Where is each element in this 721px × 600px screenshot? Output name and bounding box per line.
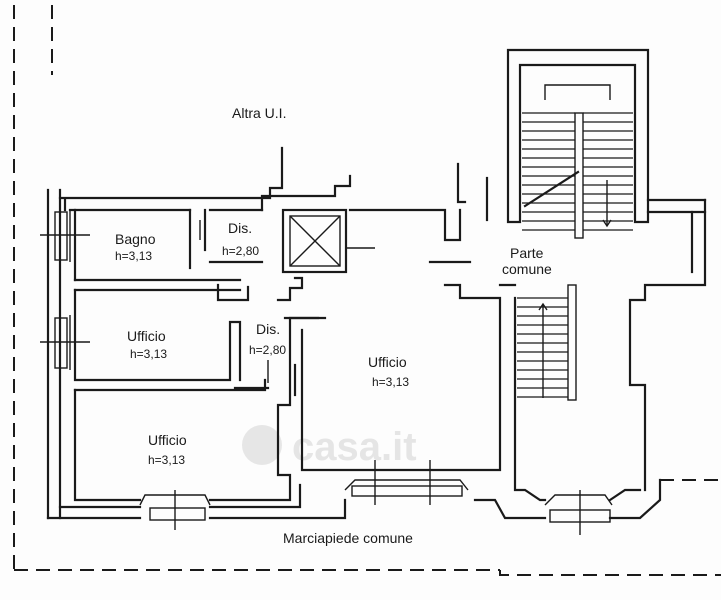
room-labels: Altra U.I. Bagno h=3,13 Dis. h=2,80 Dis.… [115, 105, 552, 546]
label-ufficio-center-height: h=3,13 [372, 375, 409, 389]
outer-walls [46, 188, 707, 520]
label-ufficio-lower-height: h=3,13 [148, 453, 185, 467]
label-comune: comune [502, 261, 552, 277]
door-openings [199, 176, 489, 390]
label-ufficio-center: Ufficio [368, 354, 407, 370]
label-marciapiede-comune: Marciapiede comune [283, 530, 413, 546]
windows [40, 210, 613, 535]
property-boundary [13, 5, 721, 576]
watermark-text: casa.it [292, 425, 417, 469]
interior-walls [58, 146, 642, 502]
label-bagno: Bagno [115, 231, 156, 247]
label-dis-lower-height: h=2,80 [249, 343, 286, 357]
label-ufficio-middle: Ufficio [127, 328, 166, 344]
watermark: casa.it [242, 425, 417, 469]
label-bagno-height: h=3,13 [115, 249, 152, 263]
upper-staircase [506, 48, 650, 239]
label-ufficio-middle-height: h=3,13 [130, 347, 167, 361]
label-ufficio-lower: Ufficio [148, 432, 187, 448]
label-dis-upper-height: h=2,80 [222, 244, 259, 258]
elevator-shaft [281, 208, 375, 274]
label-dis-upper: Dis. [228, 220, 252, 236]
lower-staircase [517, 284, 577, 401]
label-parte: Parte [510, 245, 544, 261]
label-dis-lower: Dis. [256, 321, 280, 337]
label-altra-ui: Altra U.I. [232, 105, 286, 121]
